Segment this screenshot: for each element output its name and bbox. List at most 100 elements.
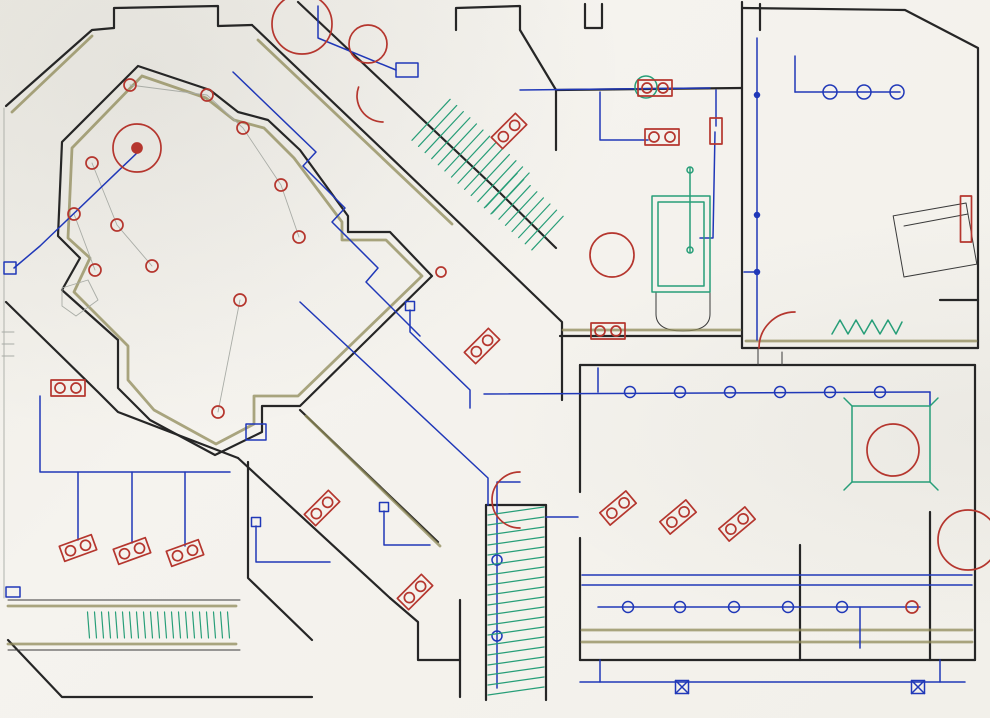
wall-line — [250, 23, 564, 402]
door-swing — [758, 311, 796, 349]
wiring-layer — [3, 5, 973, 695]
detail-circle — [634, 75, 658, 99]
wall-line — [740, 6, 980, 350]
wall-layer — [4, 0, 980, 702]
wiring-circle — [873, 385, 887, 399]
fixture-layer — [50, 0, 990, 614]
door-swing — [356, 86, 384, 123]
junction-x-box — [674, 679, 690, 695]
twin-lamp-fixture — [396, 573, 434, 611]
fixture-circle — [348, 24, 388, 64]
twin-lamp-fixture — [717, 506, 757, 542]
wiring-circle — [491, 630, 503, 642]
wiring-line — [699, 131, 716, 239]
trace-line — [10, 34, 94, 114]
wiring-circle — [856, 84, 872, 100]
wiring-line — [519, 87, 711, 91]
junction-square — [404, 300, 416, 312]
furniture-outline — [651, 195, 711, 293]
pencil-line — [61, 279, 99, 317]
junction-x-box — [910, 679, 926, 695]
wall-line — [236, 456, 392, 600]
junction-square — [378, 501, 390, 513]
wiring-line — [255, 525, 331, 563]
wall-line — [246, 460, 314, 642]
ceiling-light-large — [112, 123, 162, 173]
wiring-circle — [823, 385, 837, 399]
twin-lamp-fixture — [590, 322, 626, 340]
grille-hatch — [86, 611, 231, 639]
fixture-circle — [110, 218, 124, 232]
wiring-line — [599, 91, 649, 141]
wiring-line — [496, 481, 521, 689]
pencil-line — [91, 162, 153, 267]
wall-line — [112, 4, 254, 30]
detail-line — [843, 481, 853, 491]
stair-hatch — [485, 172, 564, 251]
wall-line — [4, 26, 116, 108]
trace-line — [256, 38, 454, 226]
twin-lamp-fixture — [658, 499, 698, 535]
thin-line — [903, 213, 969, 227]
twin-lamp-fixture — [303, 489, 341, 527]
furniture-outline — [657, 201, 705, 287]
wall-line — [56, 64, 434, 457]
wall-line — [6, 638, 314, 699]
fixture-circle — [145, 259, 159, 273]
junction-square — [250, 516, 262, 528]
ceiling-light-center-dot — [131, 142, 143, 154]
table-outline — [851, 405, 931, 483]
wiring-circle — [835, 600, 849, 614]
radiator — [959, 195, 973, 243]
wall-line — [4, 300, 240, 460]
junction-box — [395, 62, 419, 78]
fixture-circle — [292, 230, 306, 244]
wiring-circle — [673, 600, 687, 614]
stair-hatch — [487, 506, 545, 696]
detail-circle — [686, 166, 694, 174]
twin-lamp-fixture — [644, 128, 680, 146]
wiring-circle — [673, 385, 687, 399]
wiring-line — [13, 151, 139, 269]
fixture-circle — [123, 78, 137, 92]
wall-line — [518, 28, 558, 92]
twin-lamp-fixture — [463, 327, 501, 365]
wiring-line — [383, 510, 431, 546]
wall-outlet-box — [3, 261, 17, 275]
trace-layer — [6, 34, 978, 646]
wiring-circle — [491, 554, 503, 566]
fixture-circle — [211, 405, 225, 419]
twin-lamp-fixture — [58, 533, 98, 563]
fixture-circle — [236, 121, 250, 135]
pencil-line — [217, 299, 241, 413]
fixture-circle — [937, 509, 990, 571]
fixture-circle — [866, 423, 920, 477]
fixture-circle — [233, 293, 247, 307]
pencil-layer — [1, 84, 300, 599]
fixture-circle — [271, 0, 333, 55]
detail-layer — [86, 75, 939, 696]
wiring-circle — [623, 385, 637, 399]
wall-outlet-box — [5, 586, 21, 598]
basin-outline — [655, 291, 711, 332]
wiring-line — [299, 301, 489, 506]
twin-lamp-fixture — [637, 79, 673, 97]
wiring-circle — [753, 268, 761, 276]
wall-line — [583, 2, 604, 30]
door-swing — [491, 471, 521, 529]
wiring-circle — [723, 385, 737, 399]
fixture-circle — [88, 263, 102, 277]
wall-line — [454, 4, 522, 32]
detail-circle — [686, 246, 694, 254]
fixture-circle — [85, 156, 99, 170]
fixture-circle — [200, 88, 214, 102]
trace-line — [304, 414, 442, 548]
detail-line — [843, 397, 853, 407]
wiring-circle — [889, 84, 905, 100]
pencil-line — [73, 213, 96, 271]
fixture-circle — [905, 600, 919, 614]
wiring-line — [483, 391, 931, 395]
wiring-circle — [753, 211, 761, 219]
detail-line — [929, 397, 939, 407]
